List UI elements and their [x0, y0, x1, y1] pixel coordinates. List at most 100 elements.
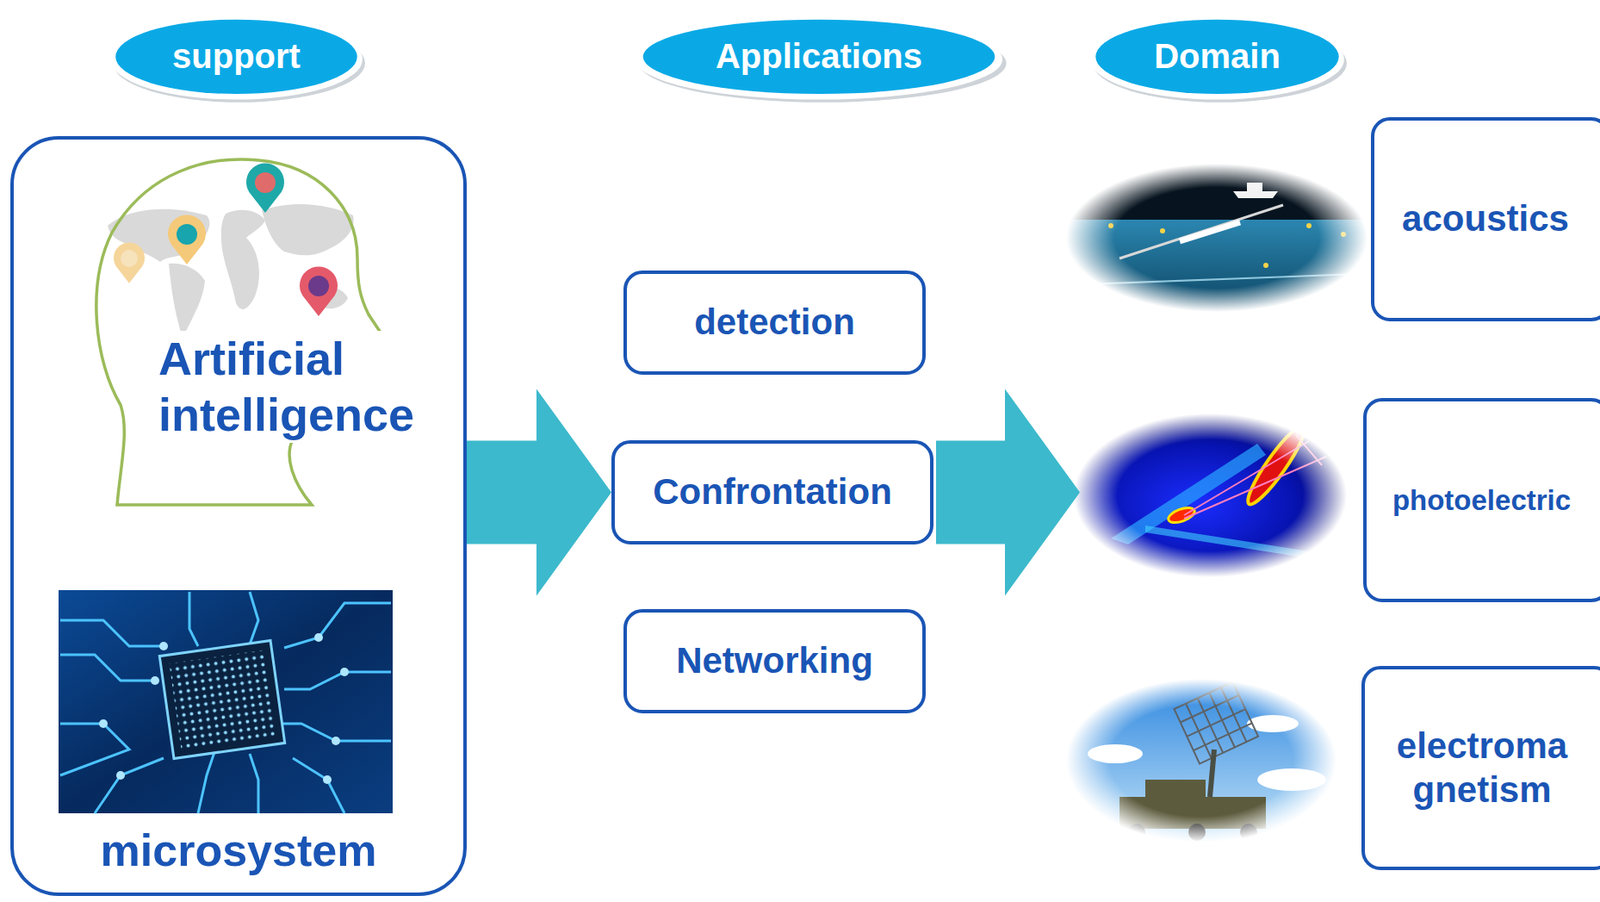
truck-wheels [1128, 823, 1258, 841]
chip [159, 640, 285, 759]
buoy [1263, 262, 1269, 268]
trace [60, 654, 156, 681]
wheel [1128, 823, 1146, 841]
antenna-mast [1209, 749, 1215, 797]
domain-box: photoelectric [1363, 397, 1600, 602]
pad [99, 719, 108, 728]
beam-lines [1184, 434, 1327, 519]
circuit-board [58, 589, 393, 813]
microchip-illustration [58, 589, 393, 813]
pad [150, 675, 160, 685]
pin-body [299, 266, 338, 317]
pin-dot [120, 249, 138, 267]
map-pin [113, 242, 145, 284]
trace [198, 749, 216, 813]
ellipse-rim [635, 19, 1003, 100]
trace [284, 602, 391, 648]
buoys [1108, 223, 1346, 268]
sonar-scene-illustration [1066, 163, 1368, 312]
support-label: Artificial intelligence [156, 330, 416, 443]
ellipse-fill [643, 19, 995, 94]
box-label: Confrontation [652, 470, 893, 514]
chip-balls [169, 650, 276, 749]
buoy [1340, 231, 1346, 237]
application-box: detection [623, 270, 926, 375]
map-pin [299, 266, 338, 317]
radar-vehicle-illustration [1066, 678, 1337, 843]
map-continent [261, 204, 354, 255]
world-map [107, 204, 354, 338]
pin-dot [308, 275, 329, 297]
support-group-box: Artificial intelligence microsystem [10, 136, 467, 896]
towed-array [1179, 222, 1241, 242]
antenna-grid [1180, 694, 1240, 723]
header-ellipse: Domain [1085, 12, 1350, 106]
buoy [1306, 223, 1312, 229]
optics-simulation-illustration [1073, 413, 1347, 577]
buoy [1108, 223, 1114, 229]
map-pin [246, 162, 285, 213]
map-continent [168, 263, 205, 338]
block-arrow [466, 389, 612, 596]
trace [60, 620, 164, 646]
truck-body [1119, 779, 1266, 829]
cloud [1087, 744, 1143, 763]
trace-pads [99, 632, 349, 784]
domain-box: electroma gnetism [1361, 665, 1600, 870]
trace [249, 591, 259, 645]
chip-body [159, 640, 285, 759]
trace [94, 757, 164, 813]
towed-array [1119, 204, 1284, 259]
pin-dot [254, 172, 276, 193]
application-box: Confrontation [611, 440, 934, 545]
night-sky [1066, 163, 1368, 221]
pin-body [113, 242, 145, 284]
support-label: microsystem [97, 824, 381, 877]
domain-box: acoustics [1370, 117, 1600, 322]
pad [340, 667, 349, 676]
box-label: photoelectric [1392, 483, 1571, 518]
sky [1066, 678, 1337, 843]
map-pin [167, 214, 206, 265]
box-label: electroma gnetism [1378, 724, 1586, 812]
field-background [1073, 413, 1347, 577]
beam [1184, 440, 1309, 515]
pad [314, 632, 323, 642]
antenna-grid [1186, 708, 1246, 737]
antenna-grid [1193, 722, 1253, 751]
ellipse-rim [110, 19, 363, 100]
map-continent [221, 210, 266, 310]
sea-water [1066, 219, 1368, 312]
application-box: Networking [623, 608, 926, 714]
buoy [1159, 228, 1166, 234]
hot-crescent [1240, 421, 1311, 510]
header-ellipse: support [105, 12, 368, 106]
pad [322, 775, 332, 784]
pin-dot [176, 223, 198, 245]
ellipse-rim [1090, 19, 1345, 100]
ellipse-fill [1095, 19, 1339, 94]
trace [249, 753, 259, 813]
block-arrow [936, 389, 1080, 596]
trace [292, 757, 345, 813]
pad [116, 770, 125, 780]
beam [1184, 456, 1327, 519]
sea-floor-line [1085, 273, 1361, 285]
cloud [1257, 768, 1327, 791]
ship [1233, 182, 1278, 199]
header-label: support [172, 35, 301, 77]
wheel [1188, 823, 1206, 841]
box-label: acoustics [1401, 197, 1569, 241]
field-band [1110, 443, 1266, 545]
pin-body [246, 162, 285, 213]
wheel [1240, 823, 1258, 841]
header-label: Domain [1153, 35, 1281, 77]
field-band [1145, 525, 1309, 559]
trace [189, 591, 199, 646]
circuit-traces [60, 591, 391, 813]
box-label: Networking [675, 638, 874, 683]
pad [331, 736, 341, 745]
trace [284, 671, 391, 689]
header-label: Applications [715, 35, 923, 77]
